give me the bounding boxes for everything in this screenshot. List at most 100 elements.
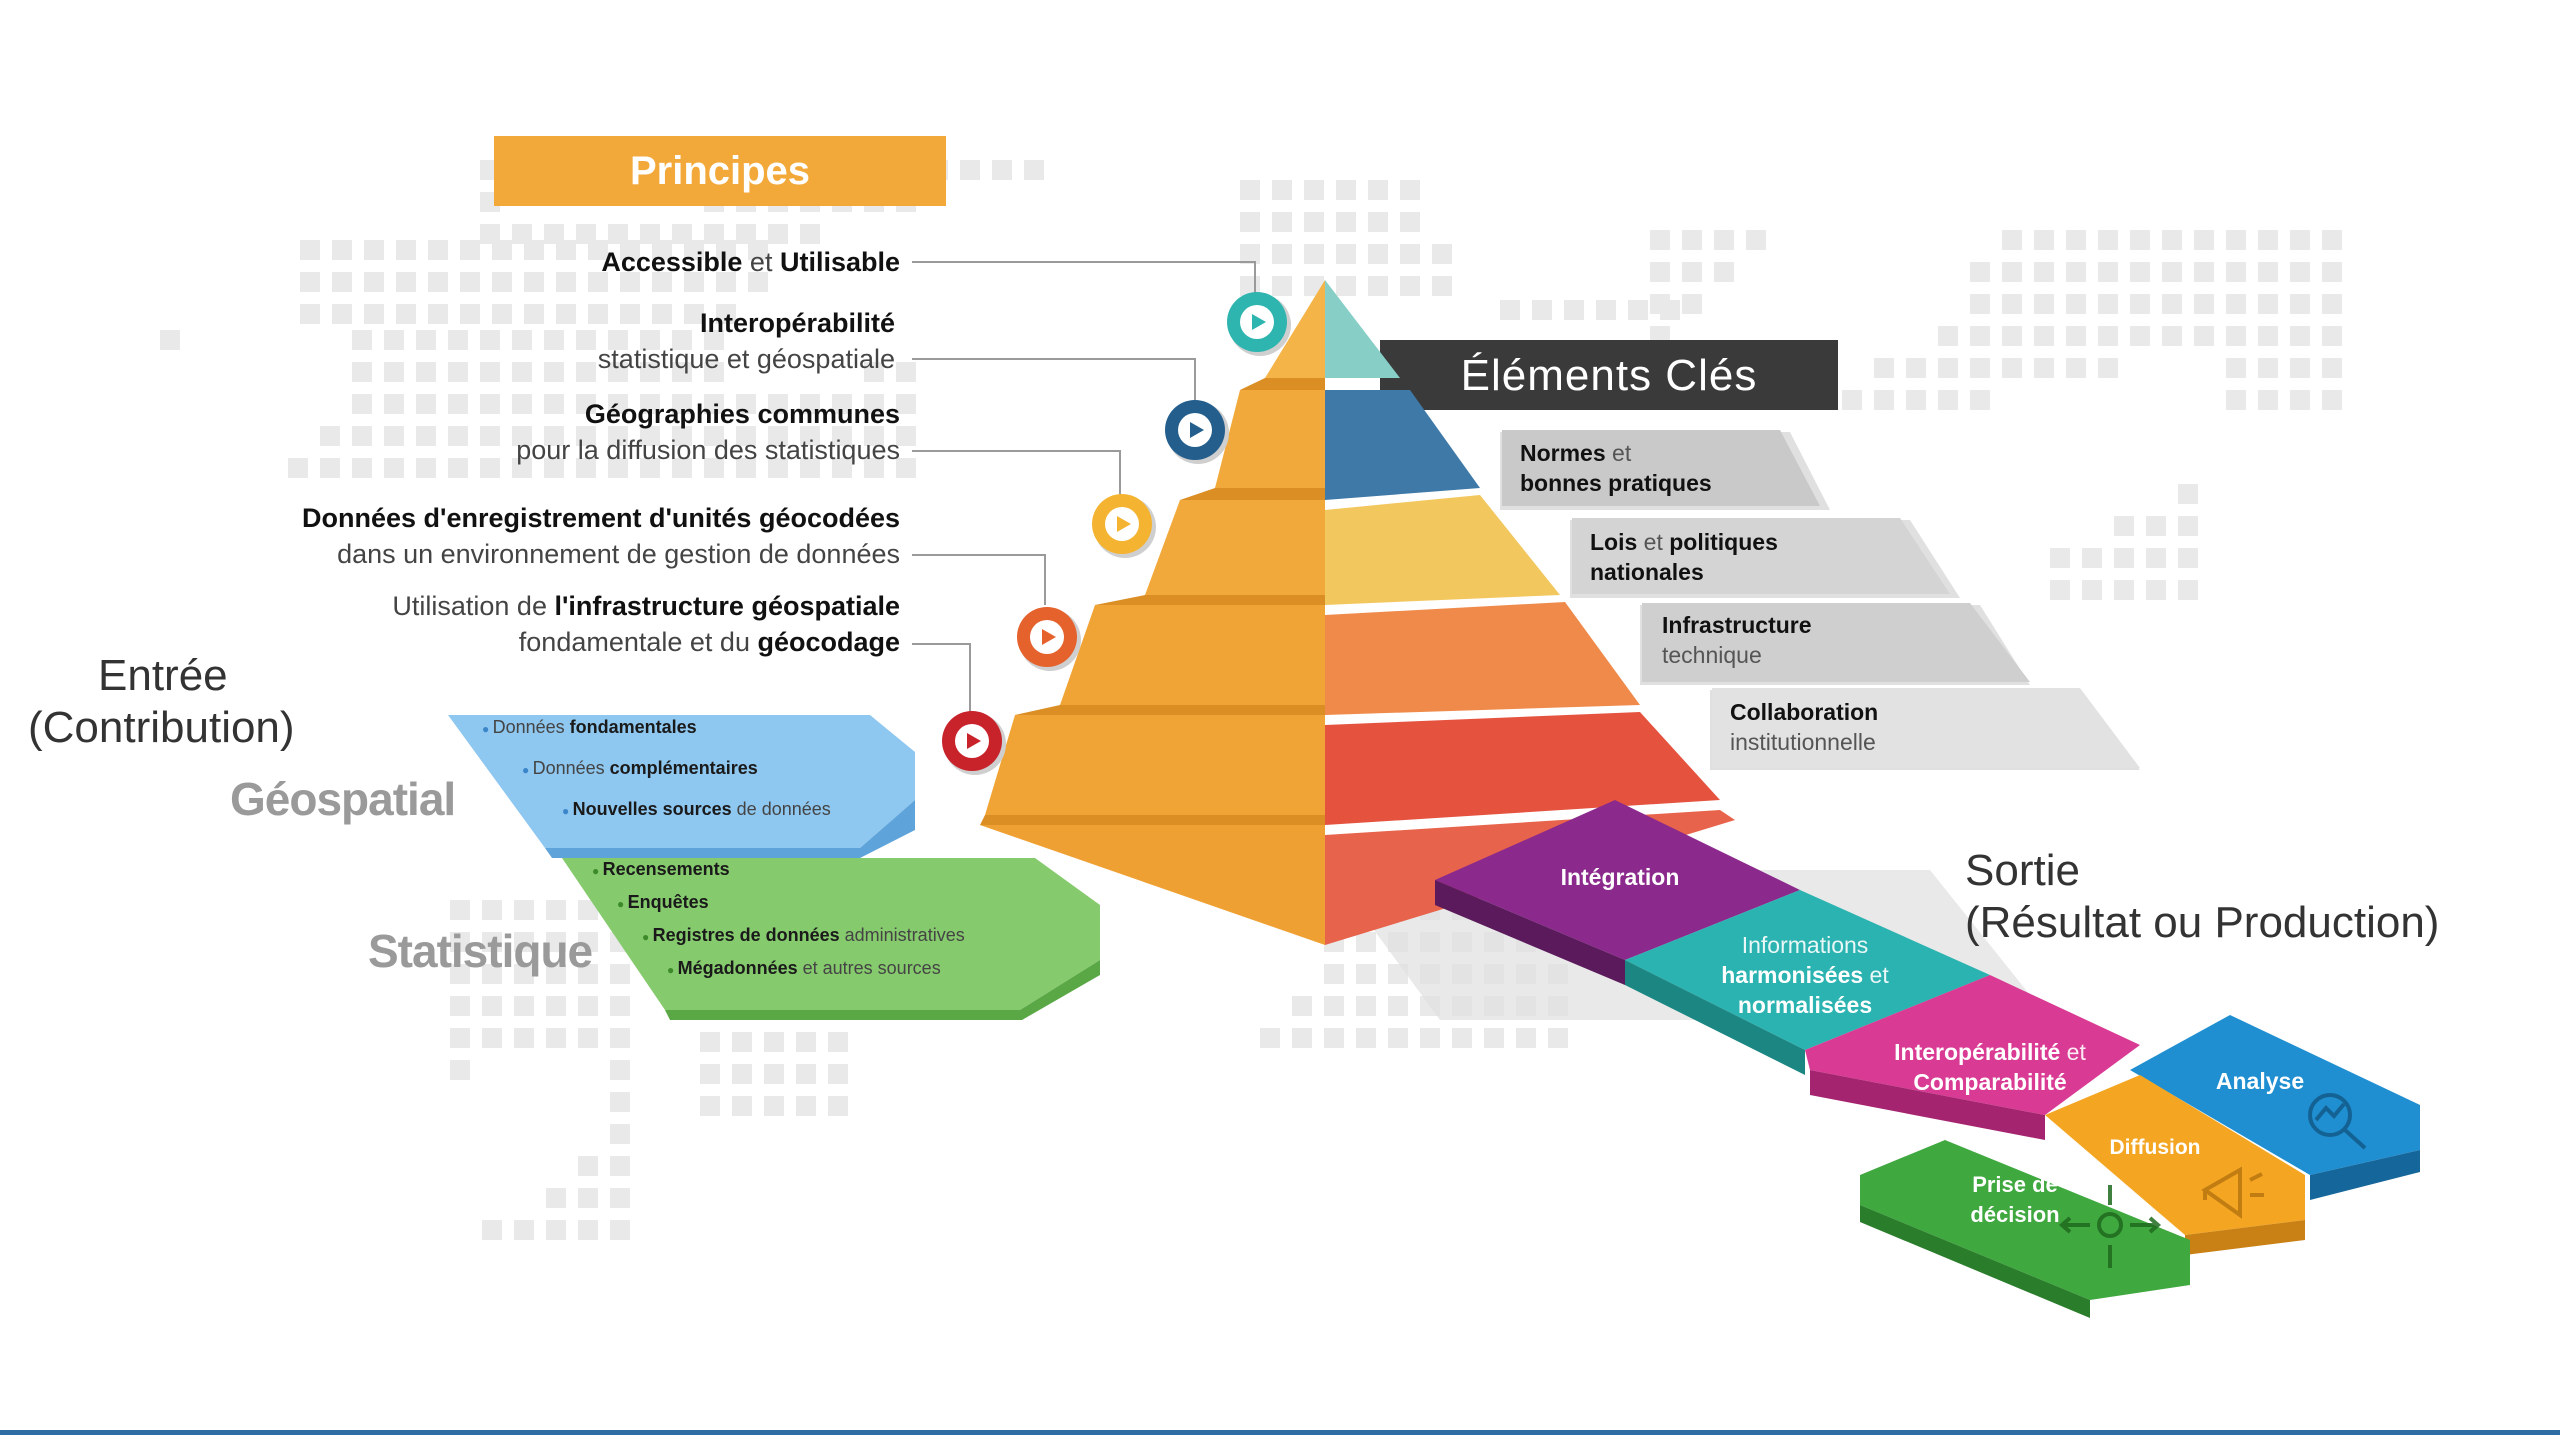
tile-line: Informations — [1675, 930, 1935, 960]
play-icon — [1165, 400, 1229, 464]
principle-line-1: Géographies communes — [516, 396, 900, 432]
tile-integration: Intégration — [1500, 862, 1740, 892]
tile-line: Comparabilité — [1850, 1067, 2130, 1097]
play-icon — [1227, 292, 1291, 356]
tile-harmonized-shape — [1625, 890, 1990, 1050]
text-run: complémentaires — [609, 758, 758, 778]
bullet-icon: ● — [667, 963, 678, 977]
tile-interop-shape — [1805, 975, 2140, 1115]
play-icon — [942, 711, 1006, 775]
text-run: Recensements — [602, 859, 730, 879]
pyramid-left-base — [980, 825, 1325, 945]
list-item: ● Données complémentaires — [482, 749, 831, 790]
list-item: ● Registres de données administratives — [592, 920, 965, 953]
play-icon — [1092, 494, 1156, 558]
text-run: Comparabilité — [1913, 1069, 2067, 1095]
text-run: fondamentale et du — [518, 627, 758, 657]
key-band-4 — [1712, 688, 2140, 768]
text-run: bonnes pratiques — [1520, 470, 1712, 496]
bullet-icon: ● — [592, 864, 603, 878]
key-elements-header-box — [1380, 340, 1838, 410]
text-run: Infrastructure — [1662, 612, 1812, 638]
list-item: ● Mégadonnées et autres sources — [592, 953, 965, 986]
text-run: l'infrastructure géospatiale — [554, 591, 900, 621]
principle-4: Données d'enregistrement d'unités géocod… — [302, 500, 900, 572]
pyramid-right-2 — [1325, 390, 1480, 500]
text-run: administratives — [839, 925, 965, 945]
play-icon — [1017, 607, 1081, 671]
text-run: Utilisable — [779, 247, 900, 277]
principle-line-2: dans un environnement de gestion de donn… — [302, 536, 900, 572]
tile-diffusion: Diffusion — [2085, 1133, 2225, 1163]
pyramid-right-5 — [1325, 712, 1720, 825]
text-run: Informations — [1741, 932, 1869, 958]
text-run: décision — [1970, 1202, 2060, 1227]
text-run: normalisées — [1737, 992, 1873, 1018]
principle-line-1: Interopérabilité — [598, 305, 895, 341]
text-run: Analyse — [2215, 1068, 2305, 1094]
text-run: harmonisées — [1721, 962, 1864, 988]
bullet-icon: ● — [617, 897, 628, 911]
geospatial-list: ● Données fondamentales● Données complém… — [482, 708, 831, 831]
tile-line: Intégration — [1500, 862, 1740, 892]
principle-line-2: pour la diffusion des statistiques — [516, 432, 900, 468]
list-item: ● Enquêtes — [592, 887, 965, 920]
megaphone-icon — [2201, 1166, 2264, 1219]
output-title: Sortie (Résultat ou Production) — [1965, 845, 2439, 949]
text-run: géocodage — [757, 627, 900, 657]
text-run: et — [1863, 962, 1889, 988]
pyramid-right-3 — [1325, 495, 1560, 605]
pyramid-left-top — [1265, 280, 1325, 378]
text-run: politiques — [1669, 529, 1778, 555]
text-run: Diffusion — [2109, 1136, 2201, 1159]
input-statistical-shape — [562, 858, 1100, 1010]
text-run: institutionnelle — [1730, 729, 1876, 755]
decision-arrows-icon — [2058, 1185, 2162, 1268]
text-run: Enquêtes — [627, 892, 709, 912]
text-run: et — [1605, 440, 1632, 466]
tile-analyse: Analyse — [2200, 1066, 2320, 1096]
list-item: ● Recensements — [592, 854, 965, 887]
tile-decision-shape — [1860, 1140, 2190, 1300]
statistical-label: Statistique — [368, 925, 593, 977]
bullet-icon: ● — [522, 763, 533, 777]
tile-line: Diffusion — [2085, 1133, 2225, 1163]
key-line-2: institutionnelle — [1730, 727, 1878, 757]
text-run: et autres sources — [797, 958, 941, 978]
key-band-2 — [1572, 518, 1950, 594]
pyramid-left-3 — [1145, 500, 1325, 595]
text-run: Interopérabilité — [699, 308, 895, 338]
tile-harmonized: Informations harmonisées et normalisées — [1675, 930, 1935, 1020]
text-run: Accessible — [601, 247, 743, 277]
text-run: et — [2060, 1039, 2086, 1065]
key-element-bands — [1502, 430, 2140, 768]
text-run: Mégadonnées — [677, 958, 798, 978]
list-item: ● Données fondamentales — [482, 708, 831, 749]
principle-line-1: Accessible et Utilisable — [601, 244, 900, 280]
text-run: et — [742, 247, 780, 277]
text-run: Collaboration — [1730, 699, 1879, 725]
key-element-4: Collaboration institutionnelle — [1730, 697, 1878, 757]
text-run: Lois — [1590, 529, 1638, 555]
key-band-1 — [1502, 430, 1820, 506]
pyramid-left-2 — [1215, 390, 1325, 488]
principle-line-2: statistique et géospatiale — [598, 341, 895, 377]
principle-connectors — [912, 261, 1256, 720]
text-run: Intégration — [1560, 864, 1680, 890]
output-title-line1: Sortie — [1965, 846, 2080, 895]
text-run: Géographies communes — [584, 399, 900, 429]
text-run: et — [1637, 529, 1670, 555]
text-run: Interopérabilité — [1894, 1039, 2061, 1065]
text-run: Normes — [1520, 440, 1606, 466]
principle-markers — [942, 292, 1291, 775]
bullet-icon: ● — [642, 930, 653, 944]
key-line-2: technique — [1662, 640, 1812, 670]
text-run: Données — [532, 758, 610, 778]
output-title-line2: (Résultat ou Production) — [1965, 898, 2440, 947]
key-line-1: Normes et — [1520, 438, 1712, 468]
